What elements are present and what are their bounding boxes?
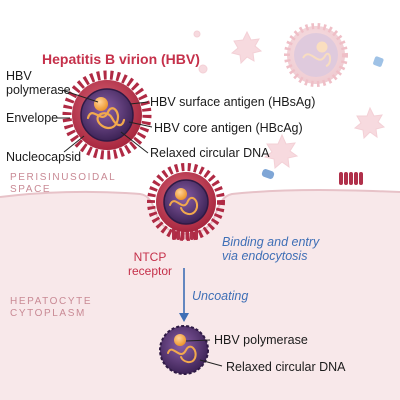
label-hbv-polymerase-bottom: HBV polymerase <box>214 333 308 347</box>
background-virion-large <box>284 23 348 87</box>
background-particles <box>193 30 386 169</box>
label-nucleocapsid: Nucleocapsid <box>6 150 82 164</box>
label-leader-lines <box>52 89 223 367</box>
label-relaxed-circular-dna-top: Relaxed circular DNA <box>150 146 270 160</box>
label-perisinusoidal-space: PERISINUSOIDAL SPACE <box>10 172 117 195</box>
label-hbcag: HBV core antigen (HBcAg) <box>154 121 303 135</box>
label-binding-entry: Binding and entry via endocytosis <box>222 235 320 263</box>
label-uncoating: Uncoating <box>192 289 249 303</box>
label-envelope: Envelope <box>6 111 59 125</box>
label-hbsag: HBV surface antigen (HBsAg) <box>150 95 316 109</box>
free-surface-antigen <box>261 56 384 179</box>
label-hbv-polymerase-top: HBV polymerase <box>6 69 71 97</box>
label-ntcp-receptor: NTCP receptor <box>128 250 173 278</box>
uncoated-nucleocapsid <box>159 325 209 375</box>
virion-title: Hepatitis B virion (HBV) <box>42 51 200 67</box>
label-hepatocyte-cytoplasm: HEPATOCYTE CYTOPLASM <box>10 296 93 319</box>
endocytosed-virion <box>147 163 225 241</box>
main-virion <box>62 70 152 160</box>
membrane-receptor-right <box>339 172 363 185</box>
uncoating-arrow <box>179 268 189 322</box>
hepatocyte-cell-body <box>0 190 400 400</box>
label-relaxed-circular-dna-bottom: Relaxed circular DNA <box>226 360 346 374</box>
